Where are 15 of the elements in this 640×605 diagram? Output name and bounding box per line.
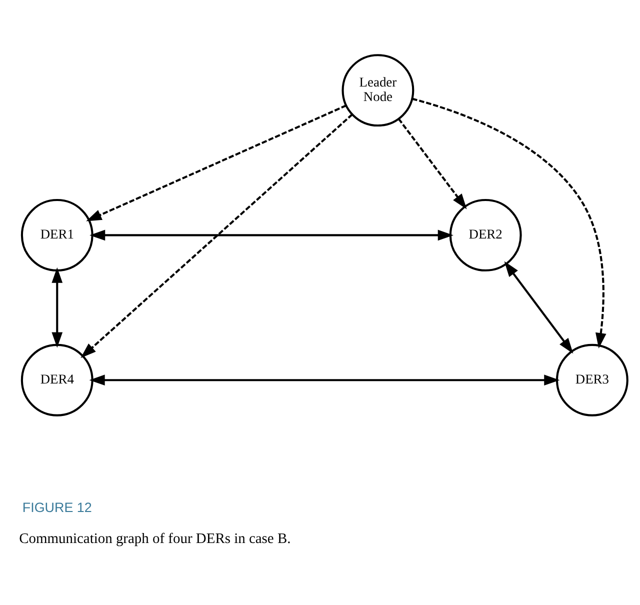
node-circle: Leader Node [342, 54, 414, 126]
arrow [86, 104, 346, 221]
node-circle: DER2 [449, 198, 522, 271]
label: FIGURE 12 [22, 499, 92, 514]
node-circle: DER4 [20, 343, 94, 416]
node-circle: DER1 [20, 198, 94, 271]
arrow [412, 97, 606, 348]
arrow [52, 266, 63, 348]
node-circle: DER3 [556, 343, 628, 416]
arrow [398, 118, 467, 209]
arrow [504, 260, 574, 354]
arrow [80, 113, 353, 358]
caption: Communication graph of four DERs in case B. [19, 530, 291, 546]
arrow [90, 229, 454, 240]
arrow [89, 374, 560, 386]
